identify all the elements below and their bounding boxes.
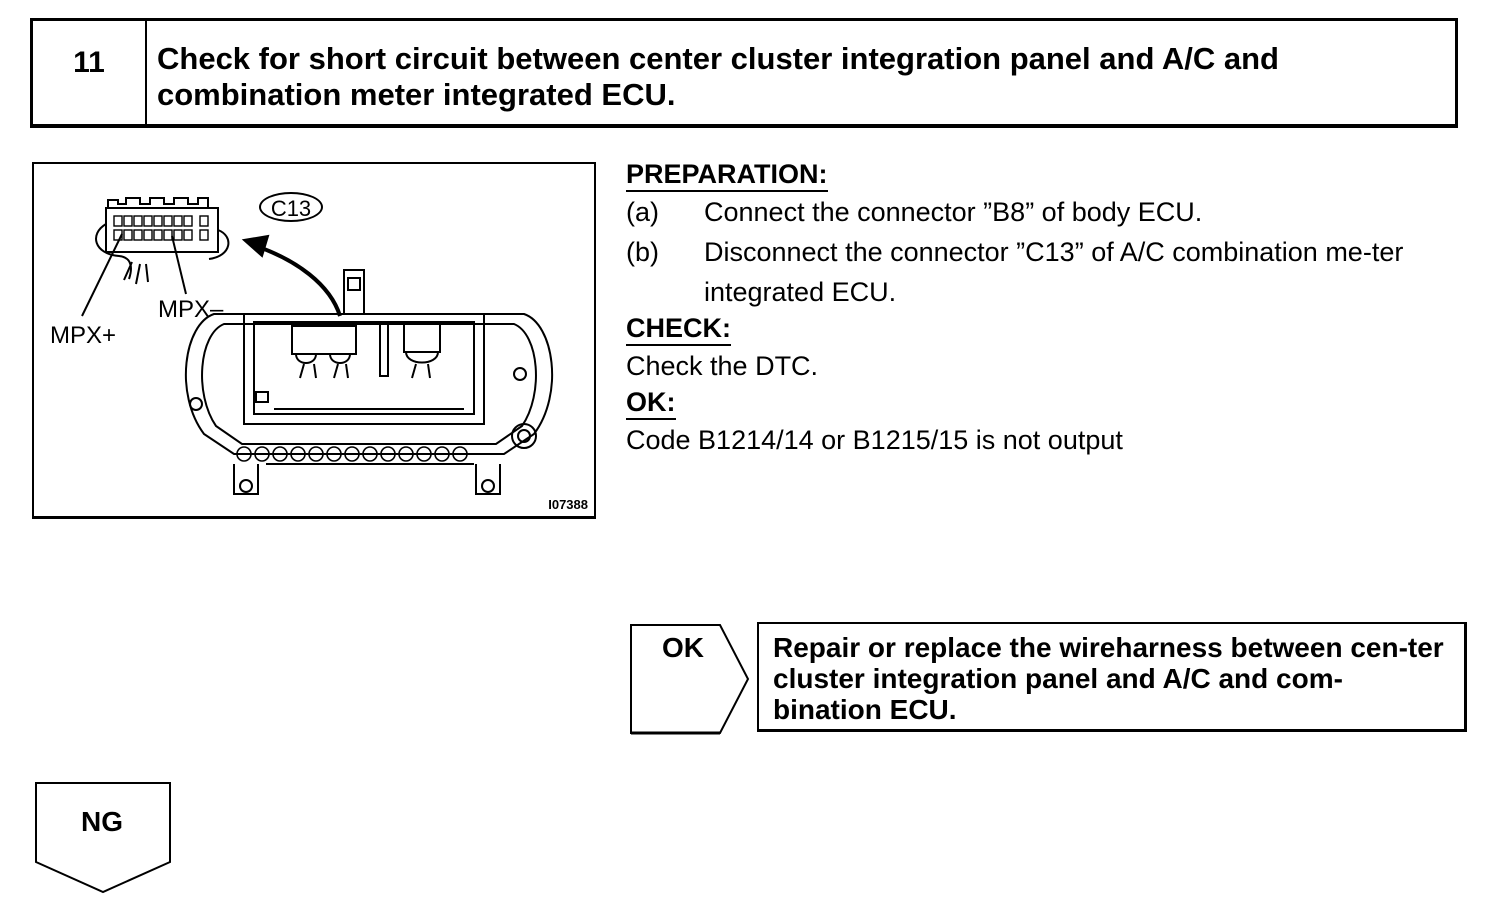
meter-drawing [81, 197, 554, 495]
item-text: Disconnect the connector ”C13” of A/C co… [704, 237, 1404, 307]
ok-label: OK [662, 632, 704, 663]
instructions: PREPARATION: (a) Connect the connector ”… [626, 158, 1474, 460]
item-letter: (a) [626, 197, 659, 227]
mpx-plus-leader [81, 233, 123, 317]
preparation-item: (a) Connect the connector ”B8” of body E… [626, 192, 1474, 232]
item-letter: (b) [626, 237, 659, 267]
check-text: Check the DTC. [626, 351, 819, 381]
preparation-heading: PREPARATION: [626, 158, 828, 192]
ok-action-box: Repair or replace the wireharness betwee… [757, 622, 1467, 732]
ok-spec-heading: OK: [626, 386, 676, 420]
check-heading: CHECK: [626, 312, 731, 346]
combination-meter-illustration: C13 MPX– MPX+ I07388 [32, 162, 596, 519]
ng-label: NG [81, 806, 123, 837]
connector-c13-label: C13 [259, 192, 323, 222]
mpx-minus-label: MPX– [158, 296, 224, 323]
meter-housing-outline [184, 313, 554, 455]
ok-arrow-icon [630, 624, 750, 735]
ng-arrow-icon [35, 782, 171, 894]
step-number: 11 [33, 21, 147, 124]
ok-spec-text: Code B1214/14 or B1215/15 is not output [626, 425, 1123, 455]
figure-number: I07388 [548, 497, 588, 512]
step-title: Check for short circuit between center c… [157, 41, 1279, 112]
mpx-plus-label: MPX+ [50, 322, 117, 349]
step-header: 11 Check for short circuit between cente… [30, 18, 1458, 128]
item-text: Connect the connector ”B8” of body ECU. [704, 197, 1203, 227]
mpx-minus-leader [171, 235, 187, 295]
preparation-item: (b) Disconnect the connector ”C13” of A/… [626, 232, 1474, 312]
